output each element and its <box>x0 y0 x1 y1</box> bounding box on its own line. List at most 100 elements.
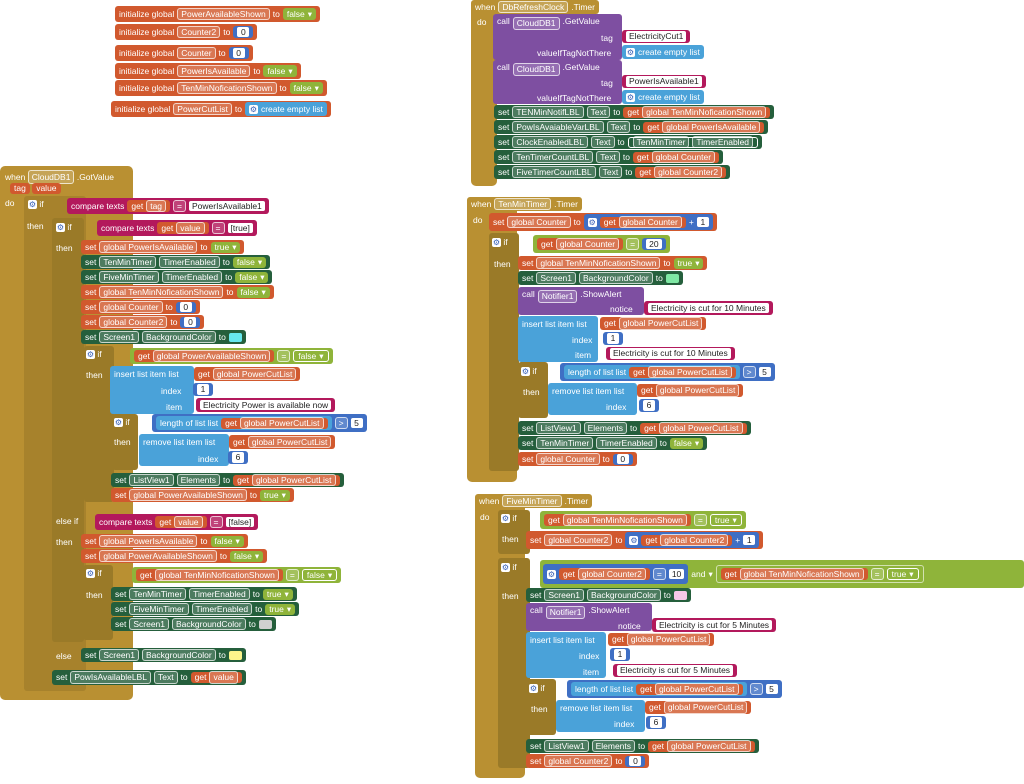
text-block[interactable]: PowerIsAvailable1 <box>622 75 706 88</box>
mutator-gear-icon[interactable]: ⚙ <box>86 569 95 578</box>
text-literal[interactable]: [true] <box>227 222 253 234</box>
global-init-power-cut-list[interactable]: initialize global PowerCutList to ⚙creat… <box>111 101 331 117</box>
create-empty-list-block[interactable]: ⚙create empty list <box>622 45 704 59</box>
true-block[interactable]: true ▾ <box>259 489 290 501</box>
mutator-gear-icon[interactable]: ⚙ <box>626 47 635 57</box>
number-block[interactable]: 0 <box>175 301 196 313</box>
insert-list-item[interactable]: insert list item list <box>526 632 606 678</box>
global-init-counter[interactable]: initialize global Counter to 0 <box>115 45 253 61</box>
mutator-gear-icon[interactable]: ⚙ <box>521 367 530 376</box>
global-name-field[interactable]: Counter <box>177 46 216 60</box>
color-swatch-cyan[interactable] <box>228 332 242 342</box>
global-name-field[interactable]: TenMinNoficationShown <box>177 81 277 95</box>
text-block[interactable]: Electricity is cut for 10 Minutes <box>644 301 773 315</box>
mutator-gear-icon[interactable]: ⚙ <box>114 418 123 427</box>
remove-list-item[interactable]: remove list item list <box>139 434 229 466</box>
if-block[interactable] <box>489 233 519 471</box>
false-block[interactable]: false ▾ <box>229 550 264 562</box>
true-block[interactable]: true ▾ <box>262 588 293 600</box>
text-block[interactable]: Electricity is cut for 5 Minutes <box>652 618 777 632</box>
global-name-field[interactable]: PowerAvailableShown <box>177 7 270 21</box>
param-value[interactable]: value <box>32 183 61 194</box>
mutator-gear-icon[interactable]: ⚙ <box>547 569 556 579</box>
global-init-power-is-available[interactable]: initialize global PowerIsAvailable to fa… <box>115 63 301 79</box>
number-block[interactable]: 0 <box>233 26 254 38</box>
number-block[interactable]: 6 <box>646 716 666 729</box>
true-block[interactable]: true ▾ <box>265 603 296 615</box>
color-swatch-gray[interactable] <box>258 619 272 629</box>
number-block[interactable]: 6 <box>228 451 248 464</box>
mutator-gear-icon[interactable]: ⚙ <box>501 514 510 523</box>
false-block[interactable]: false ▾ <box>669 437 704 449</box>
event-frame[interactable] <box>471 0 497 186</box>
create-empty-list-block[interactable]: ⚙create empty list <box>244 102 327 116</box>
false-block[interactable]: false ▾ <box>210 535 244 547</box>
mutator-gear-icon[interactable]: ⚙ <box>86 350 95 359</box>
number-block[interactable]: 0 <box>625 755 646 767</box>
text-literal[interactable]: [false] <box>225 516 255 528</box>
false-block[interactable]: false ▾ <box>232 256 267 268</box>
remove-list-item[interactable]: remove list item list <box>556 700 645 732</box>
color-swatch-yellow[interactable] <box>228 650 242 660</box>
number-block[interactable]: 0 <box>612 453 633 465</box>
mutator-gear-icon[interactable]: ⚙ <box>248 104 258 114</box>
text-block[interactable]: ElectricityCut1 <box>622 30 691 43</box>
param-tag[interactable]: tag <box>10 183 30 194</box>
color-swatch-green[interactable] <box>665 273 679 283</box>
number-block[interactable]: 6 <box>639 399 659 412</box>
number-block[interactable]: 0 <box>228 47 249 59</box>
insert-list-item[interactable]: insert list item list <box>518 316 598 362</box>
true-block[interactable]: true ▾ <box>673 257 704 269</box>
mutator-gear-icon[interactable]: ⚙ <box>626 92 635 102</box>
mutator-gear-icon[interactable]: ⚙ <box>492 238 501 247</box>
color-swatch-pink[interactable] <box>673 590 687 600</box>
text-block[interactable]: Electricity is cut for 10 Minutes <box>606 347 735 360</box>
false-block[interactable]: false ▾ <box>289 82 323 94</box>
number-block[interactable]: 1 <box>603 332 623 345</box>
if-block[interactable] <box>84 346 114 502</box>
global-init-counter2[interactable]: initialize global Counter2 to 0 <box>115 24 258 40</box>
remove-list-item[interactable]: remove list item list <box>548 383 637 415</box>
